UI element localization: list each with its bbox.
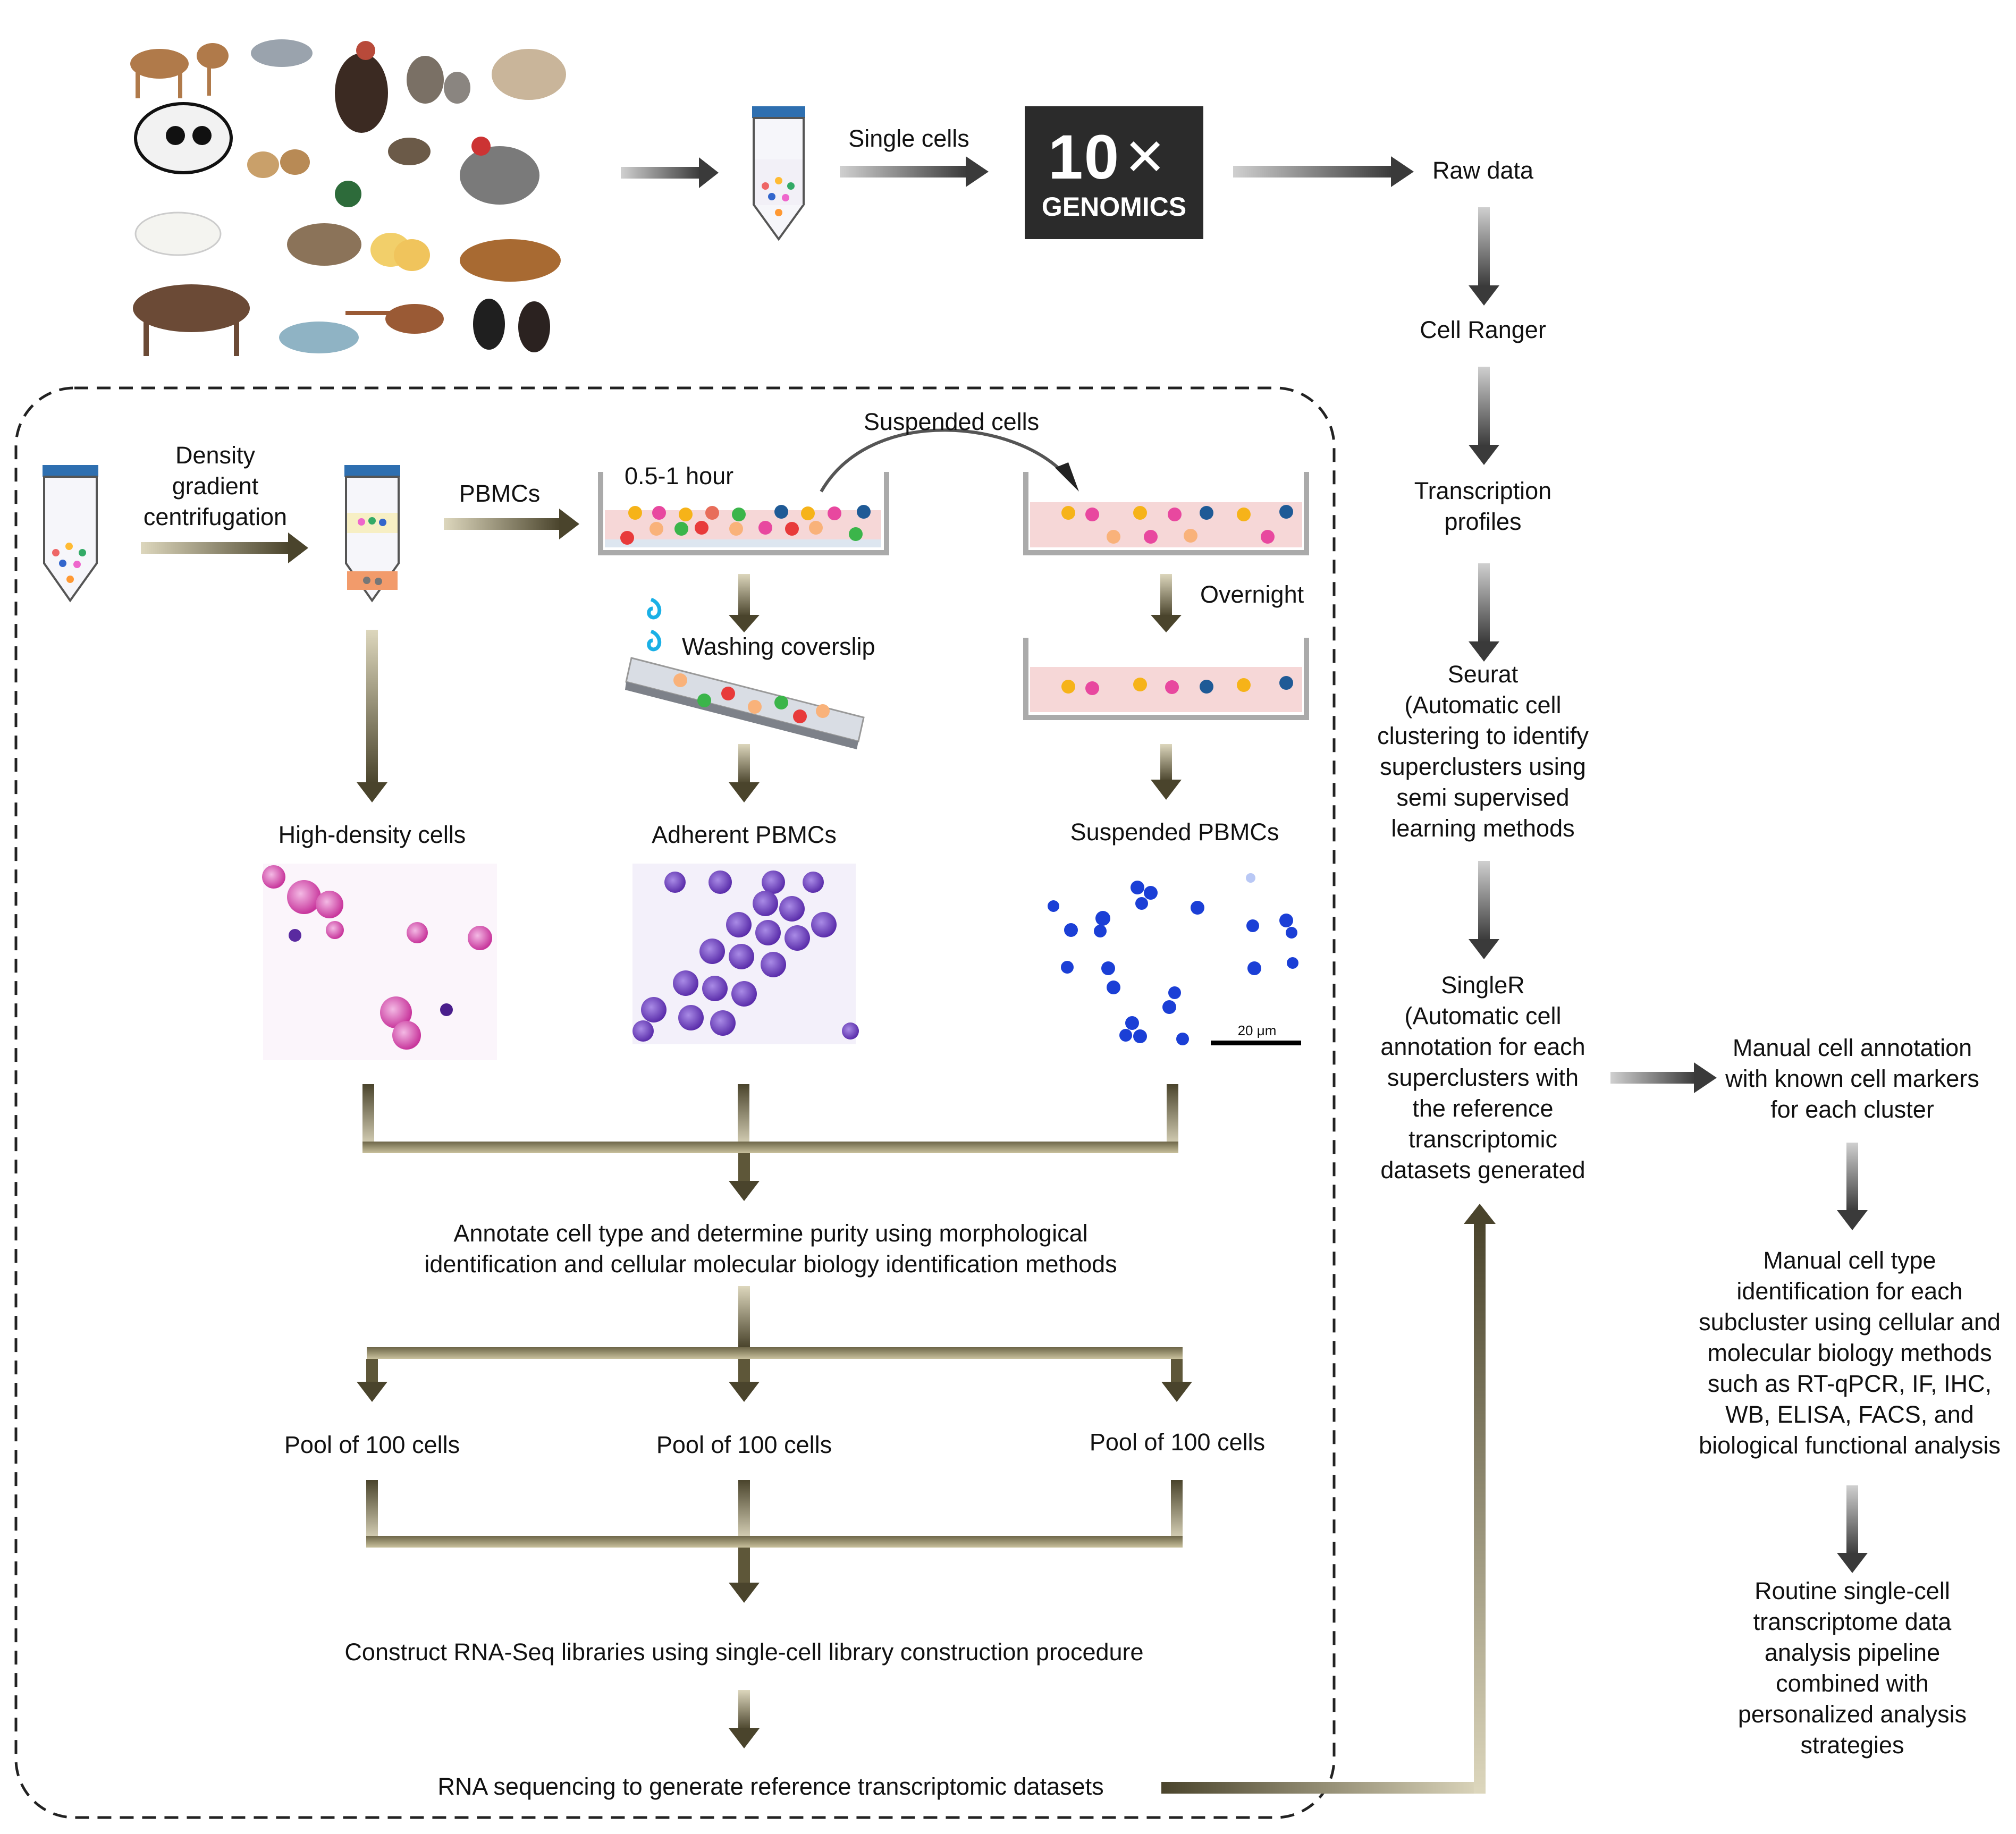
cow-icon [460, 239, 561, 282]
label-manual-identification: Manual cell type identification for each… [1699, 1247, 2001, 1459]
deer-icon [130, 43, 229, 98]
arrow-singler-to-manual [1610, 1062, 1717, 1093]
culture-dish-1 [598, 472, 889, 555]
arrow-construct-to-seq [729, 1690, 760, 1748]
arrow-tube-to-10x [840, 156, 989, 187]
suspended-micrograph [1048, 873, 1298, 1045]
label-time: 0.5-1 hour [625, 462, 734, 489]
label-seurat: Seurat (Automatic cell clustering to ide… [1377, 661, 1589, 842]
dog-icon [473, 299, 550, 352]
hedgehog-icon [388, 138, 431, 165]
high-density-micrograph [262, 864, 497, 1060]
arrow-identification-to-routine [1837, 1485, 1868, 1573]
dish-1-cells [620, 505, 871, 545]
logo-company: GENOMICS [1041, 192, 1187, 222]
horse-icon [133, 284, 250, 356]
label-overnight: Overnight [1200, 581, 1304, 608]
scale-bar [1211, 1041, 1301, 1045]
arrow-coverslip-to-adherent [729, 744, 760, 802]
turkey-icon [335, 41, 388, 133]
arrow-tube-to-high-density [357, 630, 387, 802]
arrow-seurat-to-singler [1469, 861, 1499, 959]
water-droplet-icon [647, 597, 662, 652]
label-annotate: Annotate cell type and determine purity … [424, 1220, 1117, 1278]
separated-tube-icon [344, 465, 400, 603]
label-pbmcs: PBMCs [459, 480, 541, 507]
label-routine: Routine single-cell transcriptome data a… [1737, 1577, 1967, 1759]
pigeon-icon [251, 39, 313, 67]
pheasant-icon [345, 304, 444, 334]
culture-dish-3 [1023, 638, 1309, 720]
arrow-animals-to-tube [621, 157, 719, 188]
culture-dish-2 [1023, 472, 1309, 555]
label-density-gradient: Density gradient centrifugation [143, 442, 288, 530]
panda-icon [134, 102, 233, 174]
label-scale-bar: 20 μm [1237, 1022, 1277, 1038]
cat-icon [407, 56, 470, 104]
arrow-cellranger-to-transcription [1469, 367, 1499, 465]
label-pool-1: Pool of 100 cells [284, 1431, 460, 1458]
arrow-suspended-cells [820, 428, 1079, 493]
mallard-icon [287, 181, 361, 266]
10x-genomics-logo: 10 ✕ GENOMICS [1025, 106, 1203, 239]
chicken-icon [460, 137, 539, 205]
label-high-density-cells: High-density cells [278, 821, 466, 848]
arrow-10x-to-raw [1233, 156, 1414, 187]
arrow-dish-to-coverslip [729, 574, 760, 632]
fish-icon [279, 322, 359, 353]
arrow-overnight [1151, 574, 1182, 632]
merge-bracket-1 [362, 1084, 1178, 1201]
animal-collage [130, 39, 566, 356]
label-singler: SingleR (Automatic cell annotation for e… [1380, 971, 1585, 1184]
label-raw-data: Raw data [1432, 157, 1534, 184]
arrow-density-gradient [141, 533, 308, 563]
arrow-datasets-to-singler [1161, 1204, 1496, 1794]
label-suspended-cells: Suspended cells [863, 408, 1040, 435]
logo-number: 10 [1048, 122, 1120, 192]
label-pool-2: Pool of 100 cells [656, 1431, 832, 1458]
label-construct: Construct RNA-Seq libraries using single… [344, 1638, 1144, 1666]
arrow-manual-to-identification [1837, 1143, 1868, 1230]
label-cell-ranger: Cell Ranger [1420, 316, 1546, 343]
label-pool-3: Pool of 100 cells [1089, 1429, 1266, 1456]
label-rna-seq: RNA sequencing to generate reference tra… [437, 1773, 1104, 1800]
blood-tube-icon [43, 465, 98, 603]
white-duck-icon [134, 212, 222, 256]
quail-icon [247, 149, 310, 178]
label-suspended-pbmcs: Suspended PBMCs [1070, 818, 1279, 846]
label-adherent-pbmcs: Adherent PBMCs [652, 821, 837, 848]
label-washing-coverslip: Washing coverslip [682, 633, 875, 660]
coverslip-icon [625, 657, 865, 749]
top-tube-icon [752, 106, 805, 241]
arrow-dish3-to-suspended [1151, 744, 1182, 800]
label-transcription-profiles: Transcription profiles [1414, 477, 1552, 535]
split-bracket [357, 1286, 1192, 1402]
arrow-raw-to-cellranger [1469, 207, 1499, 306]
sheep-icon [492, 49, 566, 100]
logo-cross-icon: ✕ [1124, 128, 1167, 187]
duckling-icon [370, 233, 430, 271]
merge-bracket-2 [366, 1480, 1183, 1603]
adherent-micrograph [632, 864, 859, 1044]
label-manual-annotation: Manual cell annotation with known cell m… [1725, 1034, 1979, 1123]
label-single-cells: Single cells [848, 125, 969, 152]
arrow-pbmcs [444, 509, 579, 539]
arrow-transcription-to-seurat [1469, 563, 1499, 662]
reference-workflow-box [14, 386, 1336, 1819]
